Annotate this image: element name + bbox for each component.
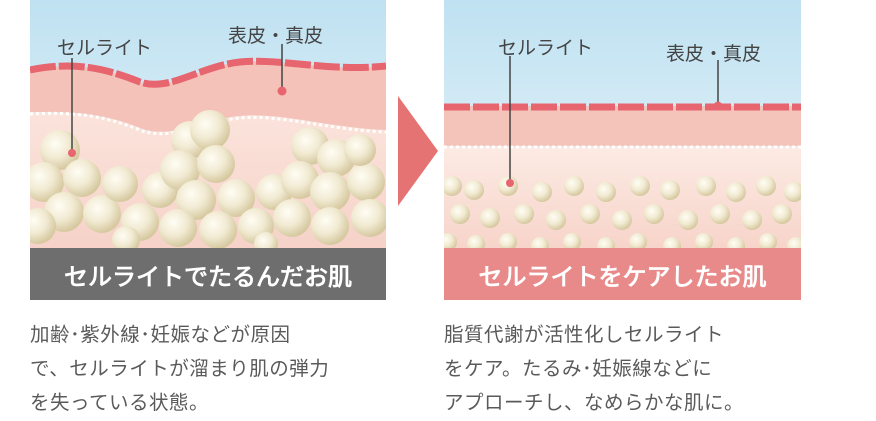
label-cellulite: セルライト (57, 37, 153, 59)
description-line: を失っている状態。 (30, 391, 210, 414)
illustration-before (30, 0, 386, 248)
description-line: 加齢･紫外線･妊娠などが原因 (30, 323, 291, 346)
description-after: 脂質代謝が活性化しセルライト をケア。たるみ･妊娠線などに アプローチし、なめら… (444, 318, 801, 420)
caption-bar-before: セルライトでたるんだお肌 (30, 248, 386, 300)
label-cellulite: セルライト (498, 37, 594, 59)
description-line: アプローチし、なめらかな肌に。 (444, 391, 745, 414)
cellulite-marker-dot (506, 179, 514, 187)
caption-bar-after: セルライトをケアしたお肌 (444, 248, 801, 300)
label-skin-layers: 表皮・真皮 (666, 43, 762, 65)
transition-arrow-icon (398, 96, 438, 206)
cellulite-marker-dot (68, 149, 76, 157)
description-line: をケア。たるみ･妊娠線などに (444, 357, 713, 380)
label-skin-layers: 表皮・真皮 (228, 25, 324, 47)
description-line: で、セルライトが溜まり肌の弾力 (30, 357, 330, 380)
cellulite-small-particles (444, 176, 801, 248)
skin-marker-dot (713, 101, 723, 111)
cellulite-clusters (30, 110, 386, 248)
description-before: 加齢･紫外線･妊娠などが原因 で、セルライトが溜まり肌の弾力 を失っている状態。 (30, 318, 386, 420)
illustration-after (444, 0, 801, 248)
description-line: 脂質代謝が活性化しセルライト (444, 323, 725, 346)
skin-marker-dot (277, 86, 287, 96)
